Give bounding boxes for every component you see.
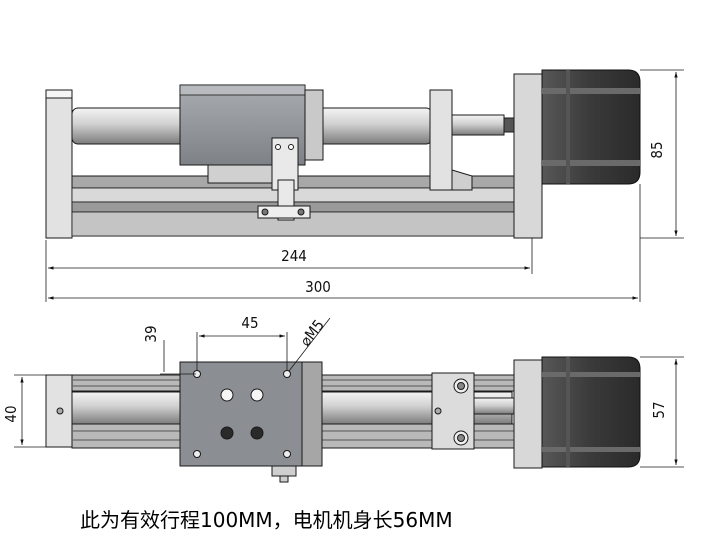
dimension-45-label: 45 bbox=[241, 314, 258, 332]
side-view: 85 244 300 bbox=[45, 69, 684, 302]
dimension-m5-label: ⌀M5 bbox=[296, 316, 328, 349]
dimension-40-label: 40 bbox=[2, 405, 20, 422]
dimension-300-label: 300 bbox=[305, 278, 331, 296]
side-motor-flange bbox=[513, 73, 543, 239]
dimension-85-label: 85 bbox=[648, 141, 666, 158]
top-motor-flange bbox=[513, 359, 543, 469]
side-right-endplate bbox=[429, 89, 453, 191]
top-carriage-plate bbox=[179, 361, 303, 467]
dimension-244-label: 244 bbox=[281, 247, 307, 265]
side-lead-screw bbox=[451, 114, 505, 136]
top-view: 45 39 ⌀M5 40 57 bbox=[2, 314, 684, 483]
dimension-57-label: 57 bbox=[650, 401, 668, 418]
dimension-39-label: 39 bbox=[142, 325, 160, 342]
stroke-caption: 此为有效行程100MM，电机机身长56MM bbox=[80, 508, 453, 532]
side-left-endplate bbox=[45, 89, 73, 239]
side-motor-body bbox=[541, 69, 641, 185]
